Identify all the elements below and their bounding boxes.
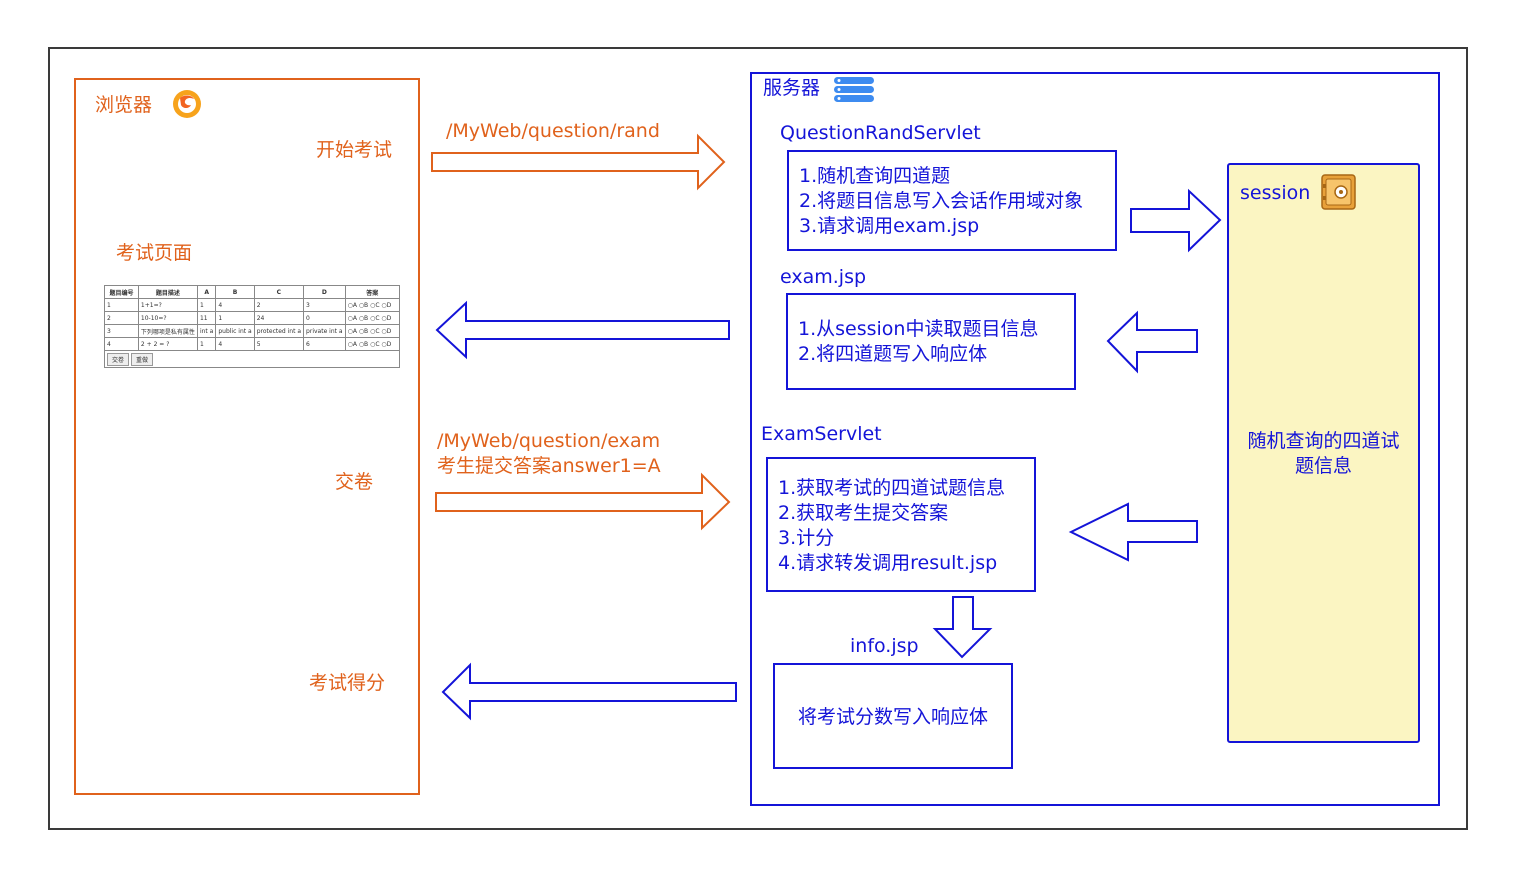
submit-label: 交卷: [335, 471, 374, 493]
exam-servlet-title: ExamServlet: [761, 423, 882, 445]
session-to-examjsp-arrow: [1106, 310, 1198, 374]
question-rand-servlet-title: QuestionRandServlet: [780, 122, 981, 144]
session-content-line: 随机查询的四道试: [1247, 430, 1400, 452]
browser-panel: [74, 78, 420, 795]
diagram-frame: [48, 47, 1468, 830]
to-session-arrow: [1130, 188, 1222, 253]
step-line: 将考试分数写入响应体: [797, 706, 988, 728]
step-line: 2.将四道题写入响应体: [798, 343, 988, 365]
response-arrow-left: [435, 300, 730, 360]
firefox-icon: [173, 90, 201, 118]
score-arrow-left: [441, 662, 737, 721]
step-line: 3.计分: [778, 527, 835, 549]
step-line: 2.将题目信息写入会话作用域对象: [799, 190, 1084, 212]
server-title: 服务器: [763, 77, 821, 99]
table-cell: 1: [196, 298, 217, 312]
reset-button[interactable]: 重做: [131, 352, 154, 366]
step-line: 4.请求转发调用result.jsp: [778, 552, 998, 574]
request-arrow-right: [431, 133, 726, 191]
table-row: 3 下列哪项是私有属性 int a public int a protected…: [104, 324, 401, 338]
step-line: 2.获取考生提交答案: [778, 502, 949, 524]
step-line: 1.获取考试的四道试题信息: [778, 477, 1006, 499]
submit-button[interactable]: 交卷: [107, 352, 130, 366]
table-row: 1 1+1=? 1 4 2 3 ○A ○B ○C ○D: [104, 298, 401, 312]
info-jsp-box: 将考试分数写入响应体: [773, 663, 1013, 769]
table-row: 2 10-10=? 11 1 24 0 ○A ○B ○C ○D: [104, 311, 401, 325]
info-jsp-title: info.jsp: [850, 635, 919, 657]
button-cell: 交卷重做: [104, 350, 400, 368]
start-exam-label: 开始考试: [316, 139, 393, 161]
server-panel: [750, 72, 1440, 806]
session-content: 随机查询的四道试 题信息: [1229, 429, 1418, 479]
forward-down-arrow: [932, 596, 993, 659]
exam-servlet-box: 1.获取考试的四道试题信息 2.获取考生提交答案 3.计分 4.请求转发调用re…: [766, 457, 1036, 592]
exam-page-label: 考试页面: [116, 242, 193, 264]
session-to-examservlet-arrow: [1068, 502, 1198, 562]
exam-jsp-title: exam.jsp: [780, 266, 867, 288]
session-title: session: [1240, 182, 1311, 204]
session-panel: [1227, 163, 1420, 743]
step-line: 1.从session中读取题目信息: [798, 318, 1039, 340]
table-row: 交卷重做: [104, 350, 400, 368]
table-cell: public int a: [215, 324, 255, 338]
exam-table: 题目编号 题目描述 A B C D 答案 1 1+1=? 1 4 2 3 ○A …: [104, 285, 401, 368]
exam-param-label: 考生提交答案answer1=A: [437, 455, 661, 477]
browser-title: 浏览器: [95, 94, 153, 116]
rand-url-label: /MyWeb/question/rand: [446, 120, 660, 142]
submit-arrow-right: [435, 472, 731, 531]
server-icon: [834, 77, 874, 102]
question-rand-servlet-box: 1.随机查询四道题 2.将题目信息写入会话作用域对象 3.请求调用exam.js…: [787, 150, 1117, 251]
exam-url-label: /MyWeb/question/exam: [437, 430, 661, 452]
score-label: 考试得分: [309, 672, 386, 694]
safe-icon: [1321, 174, 1356, 210]
table-cell: 11: [196, 311, 217, 325]
step-line: 3.请求调用exam.jsp: [799, 215, 980, 237]
exam-jsp-box: 1.从session中读取题目信息 2.将四道题写入响应体: [786, 293, 1076, 390]
step-line: 1.随机查询四道题: [799, 165, 951, 187]
session-content-line: 题信息: [1294, 455, 1352, 477]
